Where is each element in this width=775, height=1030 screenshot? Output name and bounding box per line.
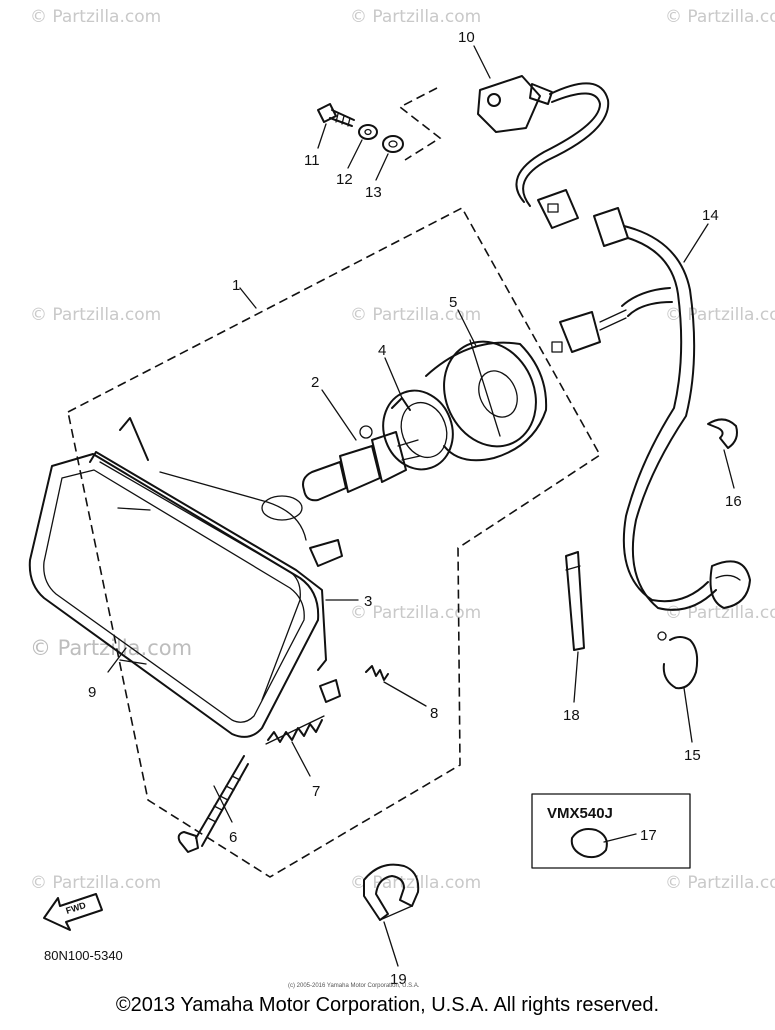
callout-10: 10 [458,29,475,46]
callout-18: 18 [563,707,580,724]
model-label: VMX540J [547,805,613,822]
watermark: © Partzilla.com [665,873,775,893]
callout-12: 12 [336,171,353,188]
watermark: © Partzilla.com [30,305,161,325]
watermark: © Partzilla.com [665,7,775,27]
callout-16: 16 [725,493,742,510]
callout-7: 7 [312,783,320,800]
callout-2: 2 [311,374,319,391]
callout-19: 19 [390,971,407,988]
fine-print: (c) 2005-2016 Yamaha Motor Corporation, … [288,983,420,989]
clip-bracket-19 [363,863,420,921]
cable-band-18 [565,551,585,651]
callout-1: 1 [232,277,240,294]
callouts: 1 2 3 4 5 6 7 8 9 10 11 12 13 14 15 16 1… [88,29,742,988]
bolt-11 [317,103,355,127]
forward-arrow: FWD [43,893,103,931]
watermarks: © Partzilla.com © Partzilla.com © Partzi… [30,7,775,893]
leader-lines [107,45,735,967]
callout-11: 11 [304,152,320,169]
washer-12 [358,124,378,140]
small-spring [365,665,389,681]
watermark: © Partzilla.com [30,7,161,27]
callout-5: 5 [449,294,457,311]
headlight-rim [28,453,320,738]
callout-13: 13 [365,184,382,201]
headlight-assembly-boundary [67,206,602,878]
dust-cover [425,339,548,462]
watermark: © Partzilla.com [350,603,481,623]
watermark: © Partzilla.com [350,305,481,325]
grommet-17 [570,828,608,859]
callout-4: 4 [378,342,386,359]
watermark: © Partzilla.com [665,603,775,623]
bulb-holder [382,389,454,471]
watermark: © Partzilla.com [30,636,192,660]
copyright-notice: ©2013 Yamaha Motor Corporation, U.S.A. A… [115,994,660,1016]
adjusting-spring [265,715,325,745]
callout-14: 14 [702,207,719,224]
callout-6: 6 [229,829,237,846]
callout-3: 3 [364,593,372,610]
callout-15: 15 [684,747,701,764]
headlight-unit [89,417,343,703]
headlight-bulb [302,425,421,502]
clamp-16 [707,418,738,449]
watermark: © Partzilla.com [350,7,481,27]
callout-17: 17 [640,827,657,844]
callout-9: 9 [88,684,96,701]
model-variant-box: VMX540J [531,793,691,869]
headlight-socket [477,75,610,229]
diagram-code: 80N100-5340 [44,948,123,963]
callout-8: 8 [430,705,438,722]
sub-wire-harness [551,207,751,611]
wire-clip-15 [657,631,699,690]
watermark: © Partzilla.com [30,873,161,893]
adjusting-screw [177,755,249,853]
watermark: © Partzilla.com [350,873,481,893]
nut-13 [382,135,404,153]
mount-hardware-bracket [398,87,442,161]
